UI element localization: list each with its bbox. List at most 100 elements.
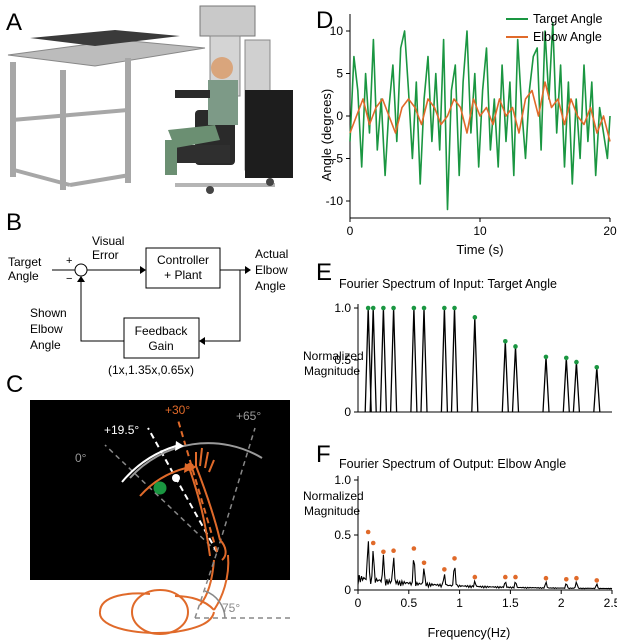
elbow-line — [194, 551, 218, 619]
peak-marker — [370, 540, 376, 546]
x-tick-label: 1.5 — [502, 596, 519, 610]
panel-c: C +19.5° +30° +65° 0° 75° — [6, 371, 290, 635]
peak-marker — [513, 344, 518, 349]
peak-marker — [594, 364, 600, 370]
shoulders-outline — [99, 592, 215, 634]
output-label: Actual — [255, 247, 288, 261]
peak-marker — [594, 578, 600, 583]
controller-label: + Plant — [164, 268, 202, 282]
range-arc — [129, 442, 263, 479]
target-cursor — [153, 481, 167, 495]
output-label: Angle — [255, 279, 286, 293]
peak-marker — [452, 556, 457, 561]
peak-marker — [513, 574, 518, 580]
y-tick-label: 10 — [330, 24, 344, 38]
table-top — [7, 39, 206, 67]
output-label: Elbow — [255, 263, 288, 277]
y-tick-label: -10 — [326, 194, 344, 208]
peak-marker — [381, 305, 386, 311]
y-tick-label: 0 — [344, 583, 351, 597]
feedback-path — [80, 282, 124, 342]
spectrum-peak — [389, 307, 398, 413]
x-tick-label: 0.5 — [400, 596, 417, 610]
legend-target-label: Target Angle — [533, 12, 603, 26]
zero-degree-line — [104, 444, 218, 553]
y-tick-label: 0 — [344, 405, 351, 419]
spectrum-peak — [572, 362, 581, 413]
orange-arrow-arc — [139, 467, 187, 497]
person-torso — [208, 80, 238, 125]
panel-label-b: B — [6, 209, 22, 236]
x-tick-label: 10 — [473, 224, 487, 238]
peak-marker — [503, 338, 508, 344]
frame-leg — [125, 58, 131, 183]
hand-outline — [188, 447, 227, 561]
shown-label: Elbow — [30, 322, 63, 336]
x-axis-label: Time (s) — [456, 242, 503, 257]
peak-marker — [365, 305, 371, 311]
feedback-label: Feedback — [135, 324, 189, 338]
sixty-five-degree-line — [216, 427, 256, 553]
peak-marker — [574, 575, 579, 581]
spectrum-peak — [593, 367, 601, 413]
chair-seat — [165, 145, 230, 163]
feedback-path — [205, 270, 241, 342]
arrow-head — [77, 276, 85, 282]
x-tick-label: 20 — [603, 224, 617, 238]
y-tick-label: 0.5 — [334, 353, 351, 367]
peak-marker — [411, 305, 417, 311]
peak-marker — [452, 305, 457, 311]
peak-marker — [365, 529, 371, 535]
panel-label-f: F — [316, 441, 331, 468]
x-tick-label: 0 — [347, 224, 354, 238]
peak-marker — [370, 305, 376, 311]
y-tick-label: -5 — [332, 152, 343, 166]
panel-label-a: A — [6, 9, 22, 36]
label-75: 75° — [222, 601, 240, 615]
arrow-head — [175, 441, 184, 451]
spectrum-peak — [369, 307, 377, 413]
person-shin — [165, 140, 177, 175]
input-spectrum-chart: 1.00.50 — [334, 301, 612, 419]
angle-arc-75 — [204, 590, 226, 619]
control-box — [245, 90, 293, 178]
peak-marker — [421, 560, 427, 566]
spectrum-peak — [450, 307, 459, 413]
white-arrow-arc — [121, 445, 177, 483]
arm-support — [175, 90, 210, 98]
peak-marker — [472, 574, 478, 580]
frame-bar — [13, 168, 71, 187]
peak-marker — [442, 305, 447, 311]
input-label: Angle — [8, 269, 39, 283]
robot-head — [199, 5, 256, 37]
y-axis-label-line: Magnitude — [304, 504, 360, 518]
shown-label: Angle — [30, 338, 61, 352]
y-tick-label: 1.0 — [334, 473, 351, 487]
shown-label: Shown — [30, 306, 67, 320]
chart-f-title: Fourier Spectrum of Output: Elbow Angle — [339, 457, 566, 471]
frame-bar — [69, 173, 131, 187]
label-65: +65° — [236, 409, 261, 423]
frame-leg — [60, 70, 66, 190]
panel-b: B Target Angle + − Visual Error Controll… — [6, 209, 288, 377]
minus-sign: − — [66, 273, 72, 285]
peak-marker — [563, 577, 569, 582]
label-30: +30° — [165, 403, 190, 417]
y-axis-label-line: Normalized — [303, 489, 364, 503]
arrow-head — [245, 266, 251, 274]
panel-label-c: C — [6, 371, 23, 398]
error-label: Error — [92, 248, 119, 262]
spectrum-peak — [501, 341, 509, 413]
person-head — [211, 57, 233, 79]
peak-marker — [442, 567, 447, 572]
spectrum-peak — [379, 307, 388, 413]
target-angle-line — [349, 21, 611, 211]
panel-label-d: D — [316, 7, 333, 34]
x-axis-label: Frequency(Hz) — [428, 626, 511, 640]
y-axis-label-line: Normalized — [303, 349, 364, 363]
panel-label-e: E — [316, 259, 332, 286]
summing-junction — [74, 263, 88, 277]
y-tick-label: 0.5 — [334, 528, 351, 542]
elbow-angle-line — [349, 81, 611, 142]
